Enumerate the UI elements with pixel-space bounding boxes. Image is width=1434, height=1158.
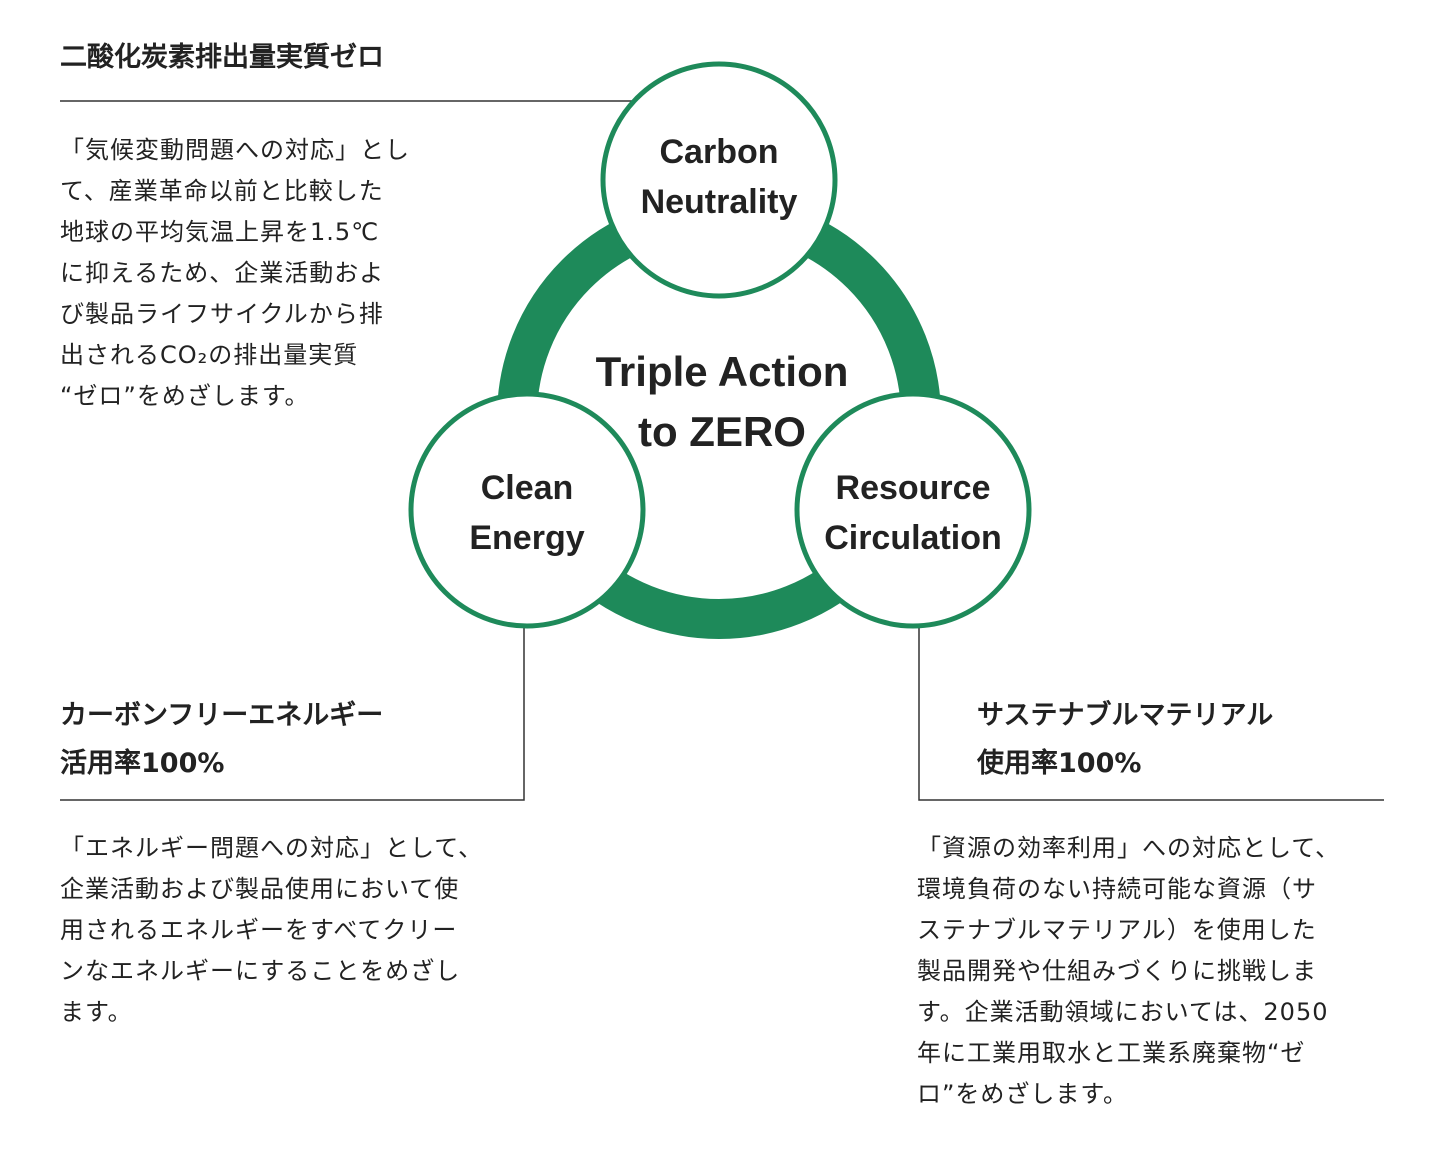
resource-body-line: 環境負荷のない持続可能な資源（サ bbox=[917, 875, 1317, 903]
resource-circle bbox=[794, 391, 1032, 629]
resource-heading-line: サステナブルマテリアル bbox=[977, 700, 1274, 731]
energy-circle-label-line-2: Energy bbox=[469, 519, 584, 557]
energy-circle-label: Clean Energy bbox=[469, 469, 584, 557]
resource-circle-label-line-2: Circulation bbox=[824, 519, 1002, 557]
center-label: Triple Action to ZERO bbox=[596, 348, 849, 455]
energy-circle-label-line-1: Clean bbox=[481, 469, 574, 507]
resource-heading-line: 使用率100% bbox=[977, 748, 1142, 779]
resource-circle-label-line-1: Resource bbox=[836, 469, 991, 507]
resource-body-line: 製品開発や仕組みづくりに挑戦しま bbox=[917, 957, 1317, 985]
energy-body-line: ます。 bbox=[60, 998, 133, 1026]
carbon-body-line: び製品ライフサイクルから排 bbox=[60, 300, 384, 328]
carbon-body-line: て、産業革命以前と比較した bbox=[60, 177, 384, 205]
carbon-body-line: 地球の平均気温上昇を1.5℃ bbox=[60, 218, 380, 246]
resource-body-line: す。企業活動領域においては、2050 bbox=[917, 998, 1329, 1026]
resource-connector-line bbox=[918, 591, 1384, 801]
resource-section-heading: サステナブルマテリアル 使用率100% bbox=[977, 692, 1273, 788]
carbon-circle-label-line-1: Carbon bbox=[660, 133, 779, 171]
energy-heading-line: 活用率100% bbox=[60, 748, 225, 779]
energy-body-line: 企業活動および製品使用において使 bbox=[60, 875, 460, 903]
energy-heading-line: カーボンフリーエネルギー bbox=[60, 700, 384, 731]
energy-circle bbox=[408, 391, 646, 629]
carbon-body-line: に抑えるため、企業活動およ bbox=[60, 259, 385, 287]
resource-section-body: 「資源の効率利用」への対応として、 環境負荷のない持続可能な資源（サ ステナブル… bbox=[917, 828, 1340, 1115]
resource-body-line: ステナブルマテリアル）を使用した bbox=[917, 916, 1317, 944]
center-label-line-2: to ZERO bbox=[638, 408, 806, 455]
carbon-section-body: 「気候変動問題への対応」とし て、産業革命以前と比較した 地球の平均気温上昇を1… bbox=[60, 130, 410, 417]
carbon-circle bbox=[600, 61, 838, 299]
carbon-heading-line: 二酸化炭素排出量実質ゼロ bbox=[60, 42, 384, 73]
energy-body-line: 「エネルギー問題への対応」として、 bbox=[60, 834, 484, 862]
resource-body-line: 「資源の効率利用」への対応として、 bbox=[917, 834, 1341, 862]
carbon-circle-label: Carbon Neutrality bbox=[641, 133, 798, 221]
carbon-circle-label-line-2: Neutrality bbox=[641, 183, 798, 221]
resource-body-line: ロ”をめざします。 bbox=[917, 1080, 1129, 1108]
center-label-line-1: Triple Action bbox=[596, 348, 849, 395]
carbon-body-line: “ゼロ”をめざします。 bbox=[60, 382, 310, 410]
energy-section-heading: カーボンフリーエネルギー 活用率100% bbox=[60, 692, 383, 788]
energy-connector-line bbox=[60, 591, 525, 801]
carbon-body-line: 「気候変動問題への対応」とし bbox=[60, 136, 410, 164]
energy-body-line: ンなエネルギーにすることをめざし bbox=[60, 957, 461, 985]
carbon-body-line: 出されるCO₂の排出量実質 bbox=[60, 341, 359, 369]
resource-circle-label: Resource Circulation bbox=[824, 469, 1002, 557]
carbon-section-heading: 二酸化炭素排出量実質ゼロ bbox=[60, 34, 384, 82]
resource-body-line: 年に工業用取水と工業系廃棄物“ゼ bbox=[917, 1039, 1306, 1067]
energy-section-body: 「エネルギー問題への対応」として、 企業活動および製品使用において使 用されるエ… bbox=[60, 828, 483, 1033]
energy-body-line: 用されるエネルギーをすべてクリー bbox=[60, 916, 458, 944]
